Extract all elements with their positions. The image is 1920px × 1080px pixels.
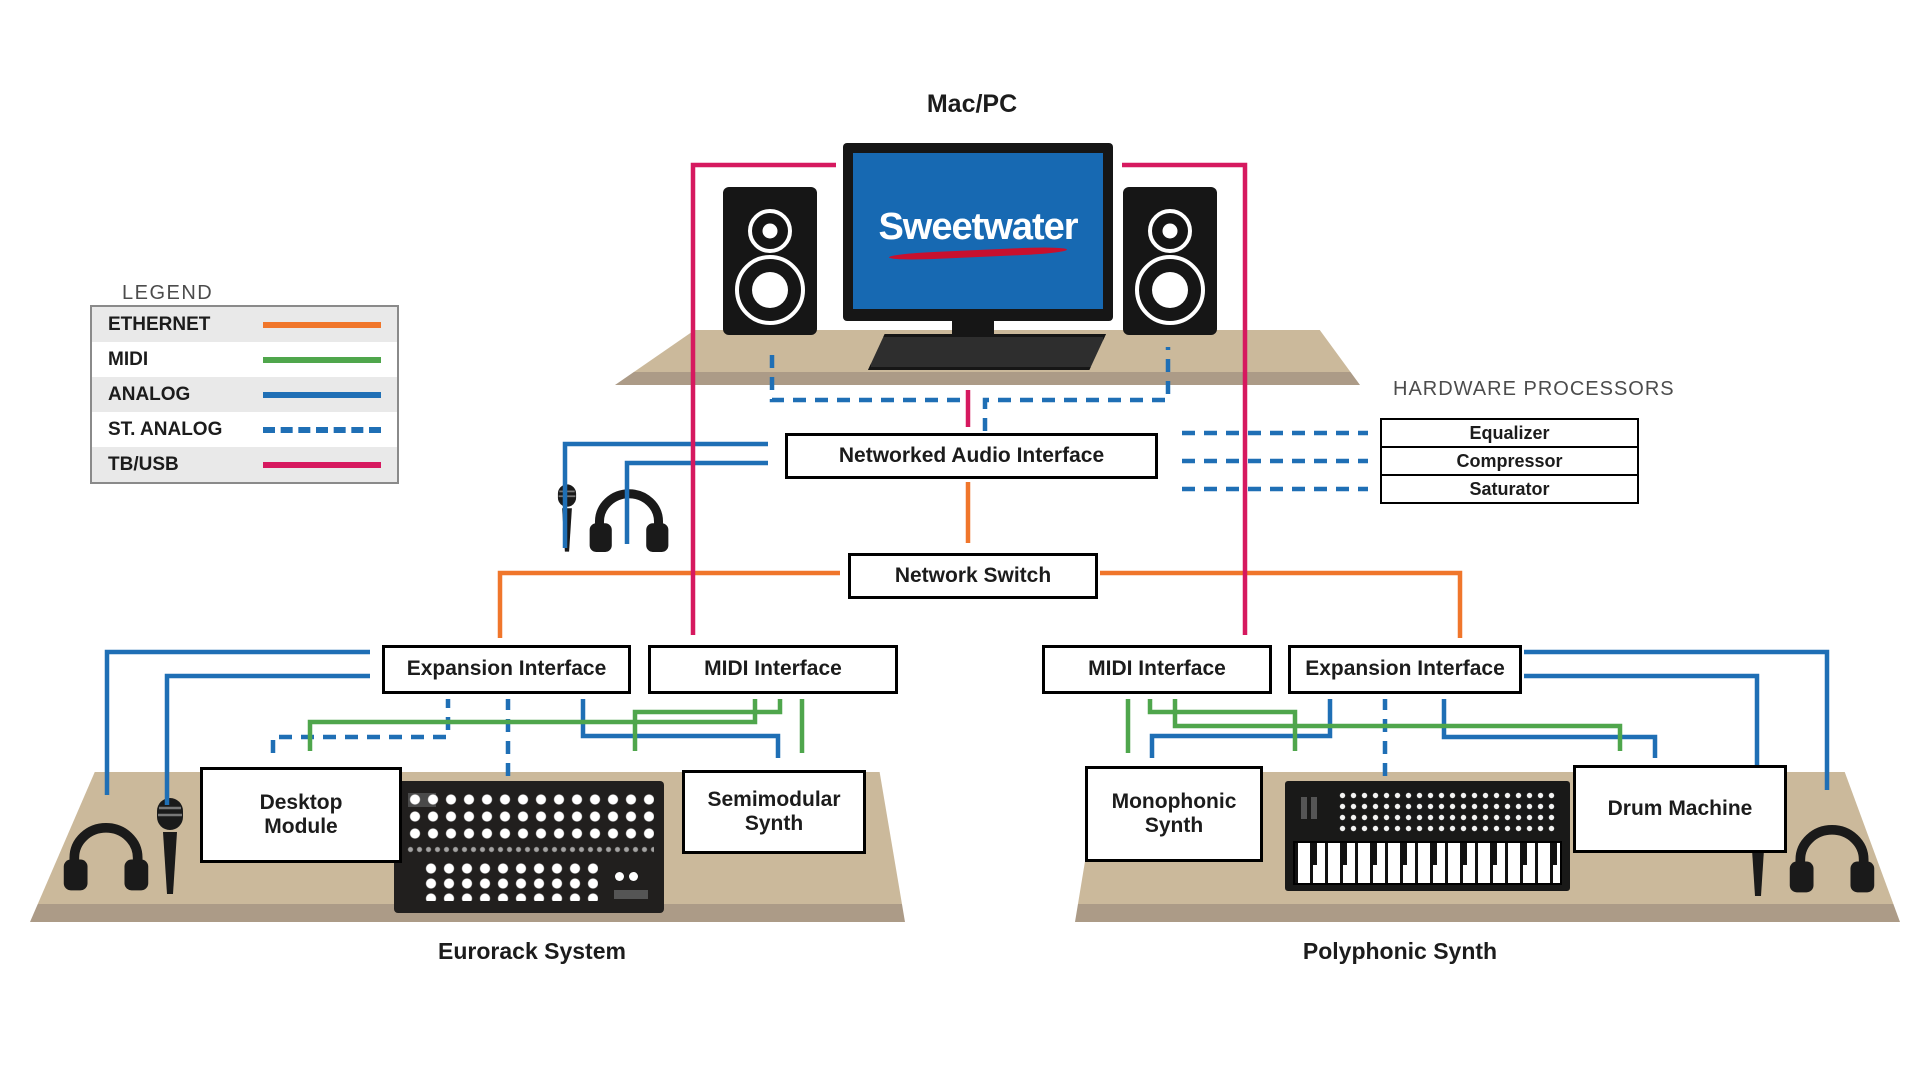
- analog-line-right-mic-to-expansion: [1524, 673, 1760, 800]
- legend-row-midi: MIDI: [92, 342, 397, 377]
- synth-buttons: [1337, 790, 1558, 836]
- legend-label: ANALOG: [108, 383, 191, 405]
- woofer: [735, 255, 805, 325]
- node-network-switch: Network Switch: [848, 553, 1098, 599]
- polyphonic-synth-device: [1285, 781, 1570, 891]
- midi-line-polysynth: [1147, 699, 1298, 751]
- woofer: [1135, 255, 1205, 325]
- analog-line-mic-to-interface: [562, 441, 768, 548]
- hardware-processors: Equalizer Compressor Saturator: [1380, 418, 1639, 504]
- midi-line-swatch: [263, 356, 381, 363]
- eurorack-device: [394, 781, 664, 913]
- piano-keyboard: [1293, 841, 1562, 885]
- eurorack-system-caption: Eurorack System: [438, 938, 626, 964]
- node-networked-audio-interface: Networked Audio Interface: [785, 433, 1158, 479]
- hardware-processors-title: HARDWARE PROCESSORS: [1393, 378, 1675, 400]
- ethernet-line-switch-to-left-expansion: [497, 570, 840, 638]
- analog-line-left-headphones-to-expansion: [104, 649, 370, 795]
- node-monophonic-synth: Monophonic Synth: [1085, 766, 1263, 862]
- midi-line-drum-machine: [1172, 699, 1623, 751]
- legend-row-st-analog: ST. ANALOG: [92, 412, 397, 447]
- tweeter: [1148, 209, 1192, 253]
- node-right-midi-interface: MIDI Interface: [1042, 645, 1272, 694]
- analog-line-semimodular-to-expansion: [580, 699, 781, 758]
- legend-label: TB/USB: [108, 453, 179, 475]
- microphone-icon: [157, 798, 183, 894]
- processor-equalizer: Equalizer: [1382, 420, 1637, 448]
- tweeter: [748, 209, 792, 253]
- midi-line-eurorack: [632, 699, 783, 751]
- studio-speaker-left: [723, 187, 817, 335]
- analog-line-monophonic-to-expansion: [1149, 699, 1333, 758]
- computer-keyboard: [868, 334, 1106, 370]
- sweetwater-logo: Sweetwater: [878, 205, 1078, 248]
- tb-usb-line-mac-to-right-midi: [1122, 162, 1248, 635]
- legend-label: ST. ANALOG: [108, 418, 223, 440]
- computer-monitor: Sweetwater: [843, 143, 1113, 321]
- eurorack-knobs: [406, 791, 654, 841]
- headphones-icon: [63, 823, 149, 891]
- legend-label: ETHERNET: [108, 313, 211, 335]
- node-left-expansion-interface: Expansion Interface: [382, 645, 631, 694]
- tb-usb-line-mac-to-left-midi: [690, 162, 836, 635]
- node-semimodular-synth: Semimodular Synth: [682, 770, 866, 854]
- ethernet-line-swatch: [263, 321, 381, 328]
- node-right-expansion-interface: Expansion Interface: [1288, 645, 1522, 694]
- analog-line-left-mic-to-expansion: [164, 673, 370, 805]
- legend-title: LEGEND: [122, 282, 214, 304]
- node-left-midi-interface: MIDI Interface: [648, 645, 898, 694]
- polyphonic-synth-caption: Polyphonic Synth: [1302, 938, 1498, 964]
- legend-row-analog: ANALOG: [92, 377, 397, 412]
- analog-line-swatch: [263, 391, 381, 398]
- ethernet-line-switch-to-right-expansion: [1100, 570, 1463, 638]
- analog-line-headphones-to-interface: [624, 460, 768, 544]
- st-analog-line-to-left-speaker: [769, 347, 960, 403]
- midi-line-desktop-module: [307, 699, 758, 751]
- legend-label: MIDI: [108, 348, 149, 370]
- st-analog-line-to-right-speaker: [982, 347, 1171, 431]
- processor-saturator: Saturator: [1469, 478, 1550, 499]
- studio-speaker-right: [1123, 187, 1217, 335]
- st-analog-line-swatch: [263, 426, 381, 433]
- node-drum-machine: Drum Machine: [1573, 765, 1787, 853]
- analog-line-right-headphones-to-expansion: [1524, 649, 1830, 790]
- tb-usb-line-swatch: [263, 461, 381, 468]
- processor-compressor: Compressor: [1382, 448, 1637, 476]
- monitor-screen: Sweetwater: [853, 153, 1103, 309]
- node-desktop-module: Desktop Module: [200, 767, 402, 863]
- headphones-icon: [1789, 825, 1875, 893]
- legend-row-ethernet: ETHERNET: [92, 307, 397, 342]
- legend-row-tb-usb: TB/USB: [92, 447, 397, 482]
- analog-line-drum-machine-to-expansion: [1441, 699, 1658, 758]
- legend: ETHERNET MIDI ANALOG ST. ANALOG TB/USB: [90, 305, 399, 484]
- st-analog-line-desktop-module-to-expansion: [270, 699, 451, 753]
- mac-pc-label: Mac/PC: [926, 90, 1018, 118]
